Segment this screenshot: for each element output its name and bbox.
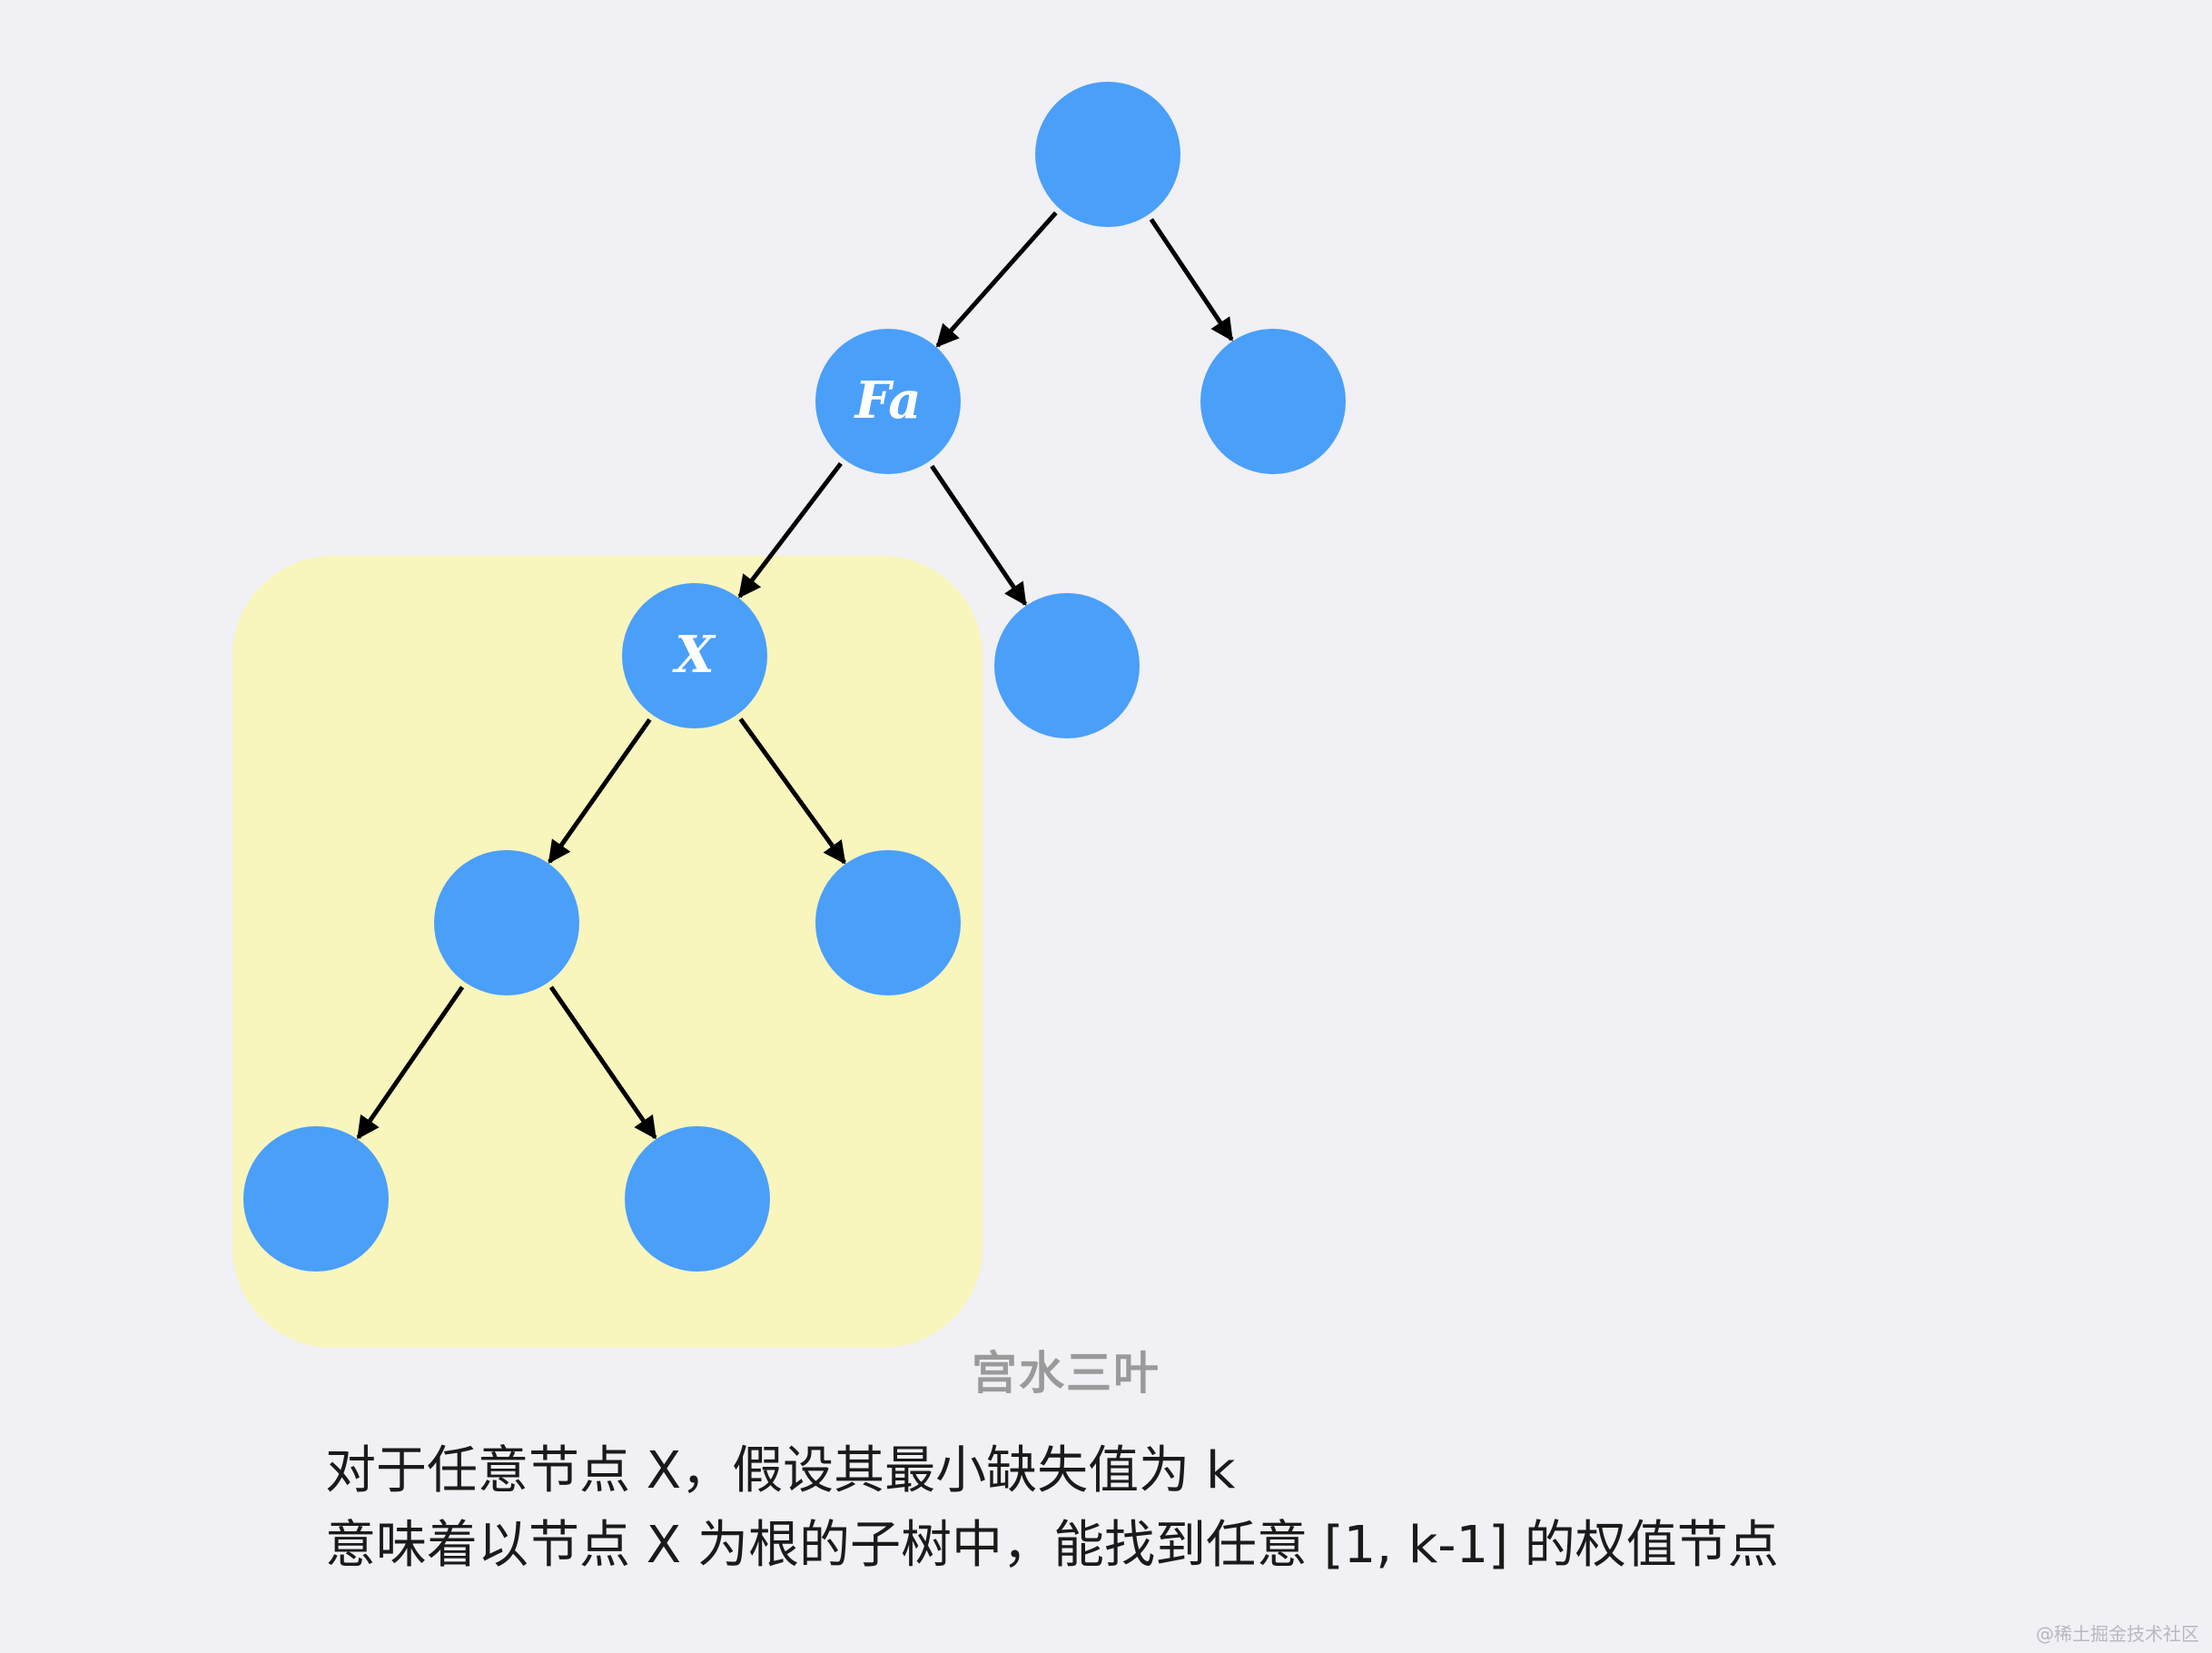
edge-x-to-x-left [548,718,652,865]
node-label-fa: Fa [854,371,922,431]
node-xl-right [625,1126,770,1272]
caption-line-2: 意味着以节点 X 为根的子树中，能找到任意 [1, k-1] 的权值节点 [325,1516,1779,1575]
edge-root-to-root-right [1149,218,1234,341]
node-xl-left [243,1126,389,1272]
edge-fa-to-fa-right [930,464,1028,607]
edge-root-to-fa [935,211,1058,348]
edge-x-left-to-xl-right [548,985,657,1140]
node-x [622,583,767,728]
corner-watermark: @稀土掘金技术社区 [2036,1623,2199,1645]
node-fa [815,329,961,474]
node-root [1035,82,1180,227]
edge-fa-to-x [737,461,843,599]
node-root-right [1200,329,1346,474]
watermark: 宫水三叶 [972,1347,1160,1400]
node-label-x: X [672,625,716,685]
edge-x-left-to-xl-left [356,985,465,1140]
node-x-right [815,850,961,995]
node-fa-right [994,593,1140,738]
caption-line-1: 对于任意节点 X，假设其最小缺失值为 k [325,1441,1236,1500]
subtree-highlight-box [232,556,983,1348]
edges-layer [356,211,1234,1140]
edge-x-to-x-right [738,718,846,865]
nodes-layer: FaX [243,82,1346,1272]
node-x-left [434,850,579,995]
